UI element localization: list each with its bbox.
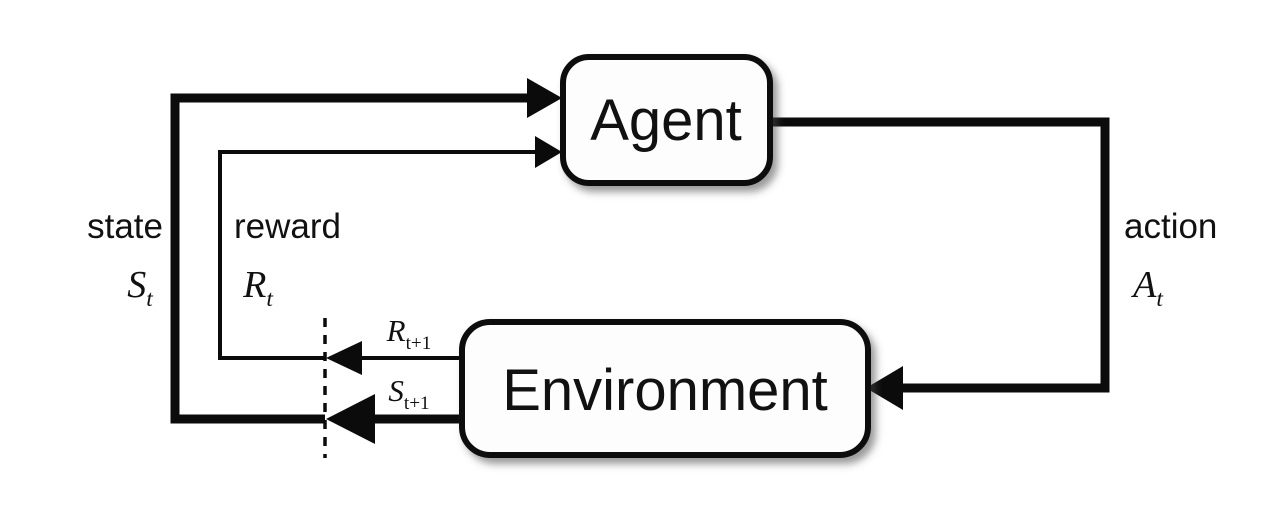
next-state-symbol-subscript: t+1 bbox=[404, 393, 430, 414]
next-state-arrowhead-icon bbox=[326, 394, 375, 444]
reward-arrowhead-icon bbox=[535, 136, 562, 168]
action-path-line bbox=[770, 117, 1110, 393]
edge-next-reward bbox=[326, 341, 462, 375]
environment-box-shape bbox=[459, 319, 871, 458]
edge-action-to-environment bbox=[770, 117, 1110, 410]
next-state-symbol-base: S bbox=[388, 373, 404, 408]
label-next-state: St+1 bbox=[388, 373, 429, 414]
action-symbol-subscript: t bbox=[1156, 286, 1164, 312]
reward-symbol-base: R bbox=[242, 264, 266, 306]
state-path-line bbox=[170, 93, 527, 424]
label-state: state St bbox=[87, 207, 163, 312]
agent-box-shape bbox=[560, 54, 773, 186]
next-reward-symbol-base: R bbox=[386, 313, 406, 348]
node-environment[interactable]: Environment bbox=[459, 319, 871, 458]
edge-state-to-agent bbox=[170, 78, 562, 424]
reward-symbol-subscript: t bbox=[266, 286, 274, 312]
next-reward-symbol-label: Rt+1 bbox=[386, 313, 432, 354]
next-reward-arrowhead-icon bbox=[326, 341, 362, 375]
action-arrowhead-icon bbox=[866, 366, 903, 410]
next-reward-symbol-subscript: t+1 bbox=[406, 333, 432, 354]
label-next-reward: Rt+1 bbox=[386, 313, 432, 354]
reward-symbol-label: Rt bbox=[242, 264, 274, 312]
label-action: action At bbox=[1124, 207, 1217, 312]
edge-reward-to-agent bbox=[218, 136, 562, 360]
label-reward: reward Rt bbox=[234, 207, 341, 312]
action-word-label: action bbox=[1124, 207, 1217, 246]
state-symbol-subscript: t bbox=[146, 286, 154, 312]
action-symbol-label: At bbox=[1130, 264, 1164, 312]
environment-label: Environment bbox=[502, 358, 828, 423]
state-arrowhead-icon bbox=[527, 78, 562, 118]
edge-next-state bbox=[326, 394, 462, 444]
reward-path-line bbox=[218, 150, 535, 360]
node-agent[interactable]: Agent bbox=[560, 54, 773, 186]
action-symbol-base: A bbox=[1130, 264, 1157, 306]
state-symbol-label: St bbox=[127, 264, 154, 312]
state-symbol-base: S bbox=[127, 264, 146, 306]
next-state-symbol-label: St+1 bbox=[388, 373, 429, 414]
state-word-label: state bbox=[87, 207, 163, 246]
agent-label: Agent bbox=[590, 88, 742, 153]
reward-word-label: reward bbox=[234, 207, 341, 246]
